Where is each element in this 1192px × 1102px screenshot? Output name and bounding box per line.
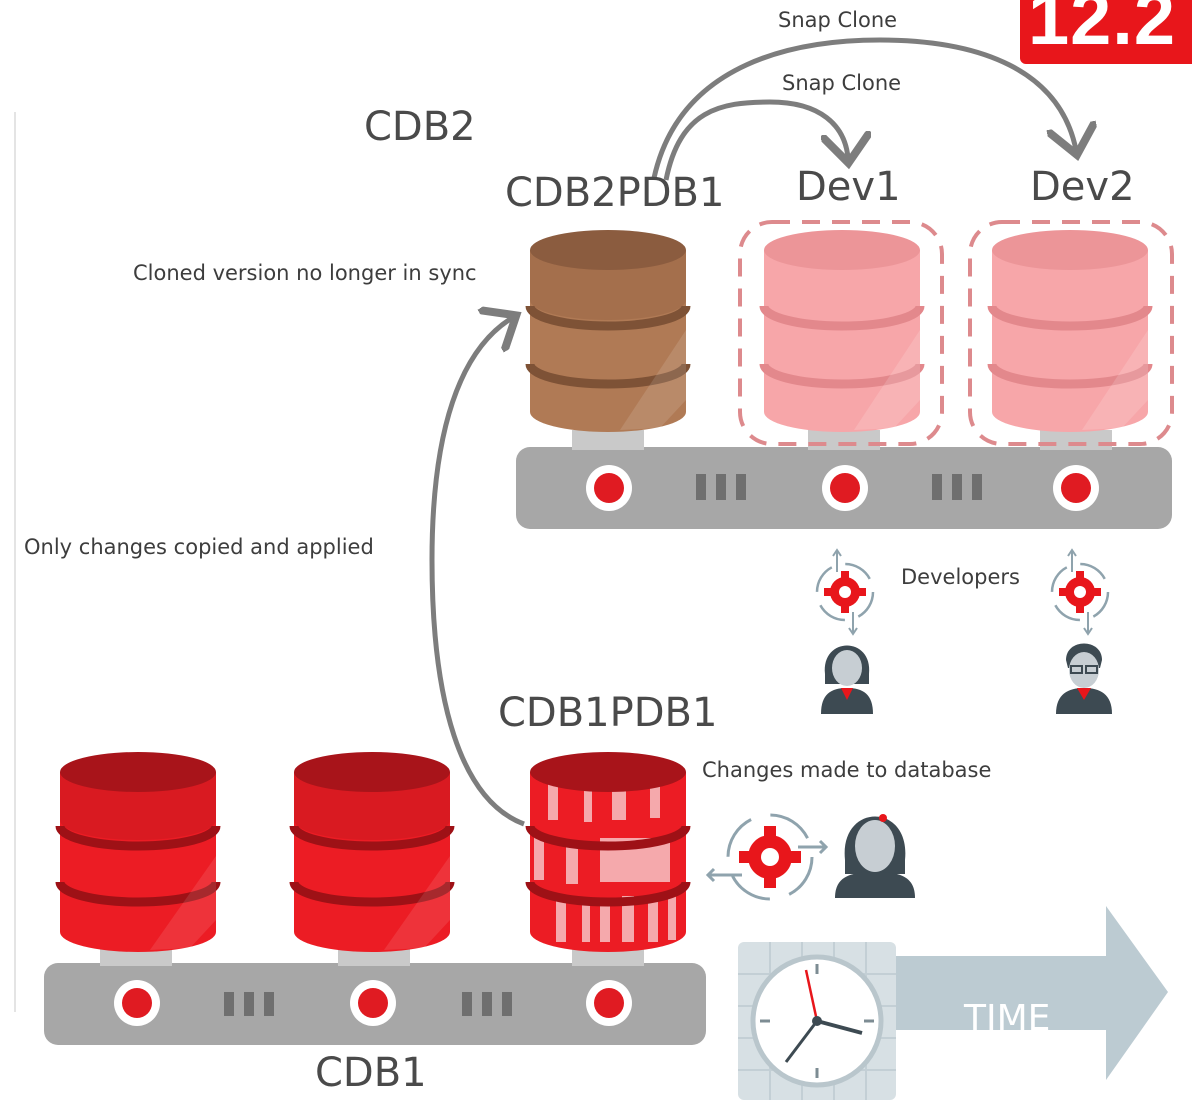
- snap-clone-label-inner: Snap Clone: [782, 71, 902, 95]
- cdb2-label: CDB2: [364, 104, 476, 150]
- changes-made-label: Changes made to database: [702, 758, 992, 782]
- person-icon: [1056, 643, 1112, 714]
- cdb1-database-1: [55, 752, 221, 952]
- version-badge: 12.2: [1020, 0, 1192, 64]
- cdb1-indicator-light-2: [350, 980, 396, 1026]
- cdb1pdb1-label: CDB1PDB1: [498, 690, 718, 736]
- cdb1-server: [44, 948, 706, 1045]
- time-arrow: [860, 906, 1168, 1080]
- clock-icon: [738, 942, 896, 1100]
- snap-clone-arrow-dev1: [663, 99, 848, 181]
- cdb2-vent-2: [932, 474, 982, 500]
- snap-clone-label-top: Snap Clone: [778, 8, 898, 32]
- cdb2pdb1-label: CDB2PDB1: [505, 170, 725, 216]
- person-icon: [835, 814, 915, 898]
- dev1-database: [738, 220, 944, 446]
- dev1-label: Dev1: [796, 164, 901, 210]
- version-badge-text: 12.2: [1028, 0, 1177, 60]
- dev2-database: [968, 220, 1174, 446]
- left-divider-line: [14, 112, 16, 1012]
- cdb2-indicator-light-1: [586, 465, 632, 511]
- time-label: TIME: [964, 998, 1051, 1039]
- cdb2-indicator-light-3: [1053, 465, 1099, 511]
- cloned-out-of-sync-label: Cloned version no longer in sync: [133, 261, 477, 285]
- gear-icon: [705, 813, 829, 901]
- cdb1-database-2: [289, 752, 455, 952]
- cdb1-indicator-light-1: [114, 980, 160, 1026]
- cdb1-label: CDB1: [315, 1050, 427, 1096]
- only-changes-label: Only changes copied and applied: [24, 535, 374, 559]
- cdb1pdb1-database: [525, 752, 691, 952]
- cdb1-indicator-light-3: [586, 980, 632, 1026]
- dev2-label: Dev2: [1030, 164, 1135, 210]
- cdb1-vent-2: [462, 992, 512, 1016]
- cdb2-indicator-light-2: [822, 465, 868, 511]
- gear-icon: [815, 548, 875, 636]
- cdb2-vent-1: [696, 474, 746, 500]
- cdb1-vent-1: [224, 992, 274, 1016]
- cdb2-server: [516, 430, 1172, 529]
- changes-copied-arrow: [429, 318, 525, 827]
- cdb2pdb1-database: [525, 230, 691, 432]
- person-icon: [821, 645, 873, 714]
- developers-label: Developers: [901, 565, 1020, 589]
- gear-icon: [1050, 548, 1110, 636]
- snap-clone-arrow-dev2: [651, 37, 1076, 179]
